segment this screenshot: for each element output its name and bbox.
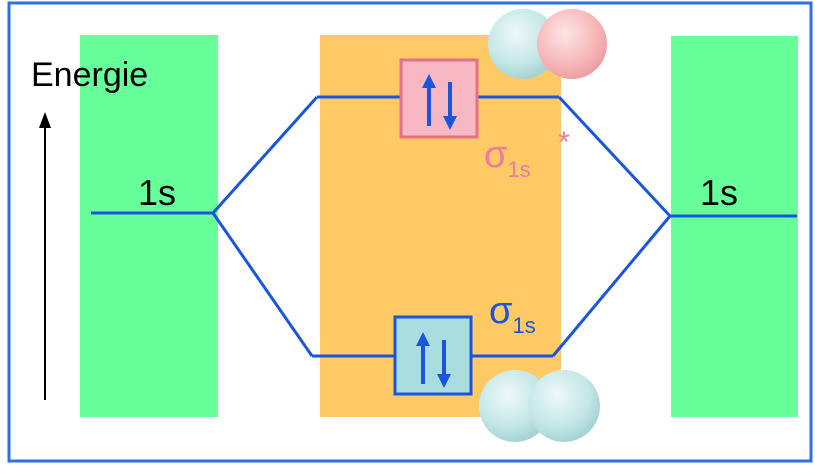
antibonding-sphere-left bbox=[488, 9, 558, 79]
left-atom-panel bbox=[80, 35, 218, 417]
antibonding-sphere-right bbox=[537, 9, 607, 79]
connector-left-down bbox=[211, 212, 314, 357]
energy-axis-arrowhead bbox=[39, 112, 51, 128]
antibonding-electron-pair-icon bbox=[422, 74, 457, 130]
antibonding-sigma-symbol: σ bbox=[484, 134, 508, 176]
right-atomic-orbital-label: 1s bbox=[700, 172, 739, 213]
bonding-electron-box bbox=[393, 315, 473, 396]
antibonding-star: * bbox=[558, 126, 570, 159]
connector-right-down bbox=[551, 215, 672, 357]
outer-frame bbox=[7, 1, 813, 463]
energy-axis-label: Energie bbox=[31, 56, 149, 94]
right-atom-panel bbox=[671, 36, 798, 417]
bonding-electron-pair-icon bbox=[416, 332, 451, 388]
connector-right-up bbox=[557, 95, 672, 218]
left-atomic-orbital-label: 1s bbox=[138, 172, 177, 213]
bonding-sigma-symbol: σ bbox=[489, 290, 513, 332]
bonding-sphere-right bbox=[528, 370, 600, 442]
antibonding-electron-box bbox=[399, 58, 479, 139]
connector-left-up bbox=[211, 95, 319, 215]
antibonding-subscript: 1s bbox=[507, 157, 531, 182]
bonding-orbital-label: σ1s bbox=[489, 292, 536, 337]
bonding-subscript: 1s bbox=[512, 313, 536, 338]
antibonding-orbital-label: σ1s * bbox=[484, 128, 570, 182]
